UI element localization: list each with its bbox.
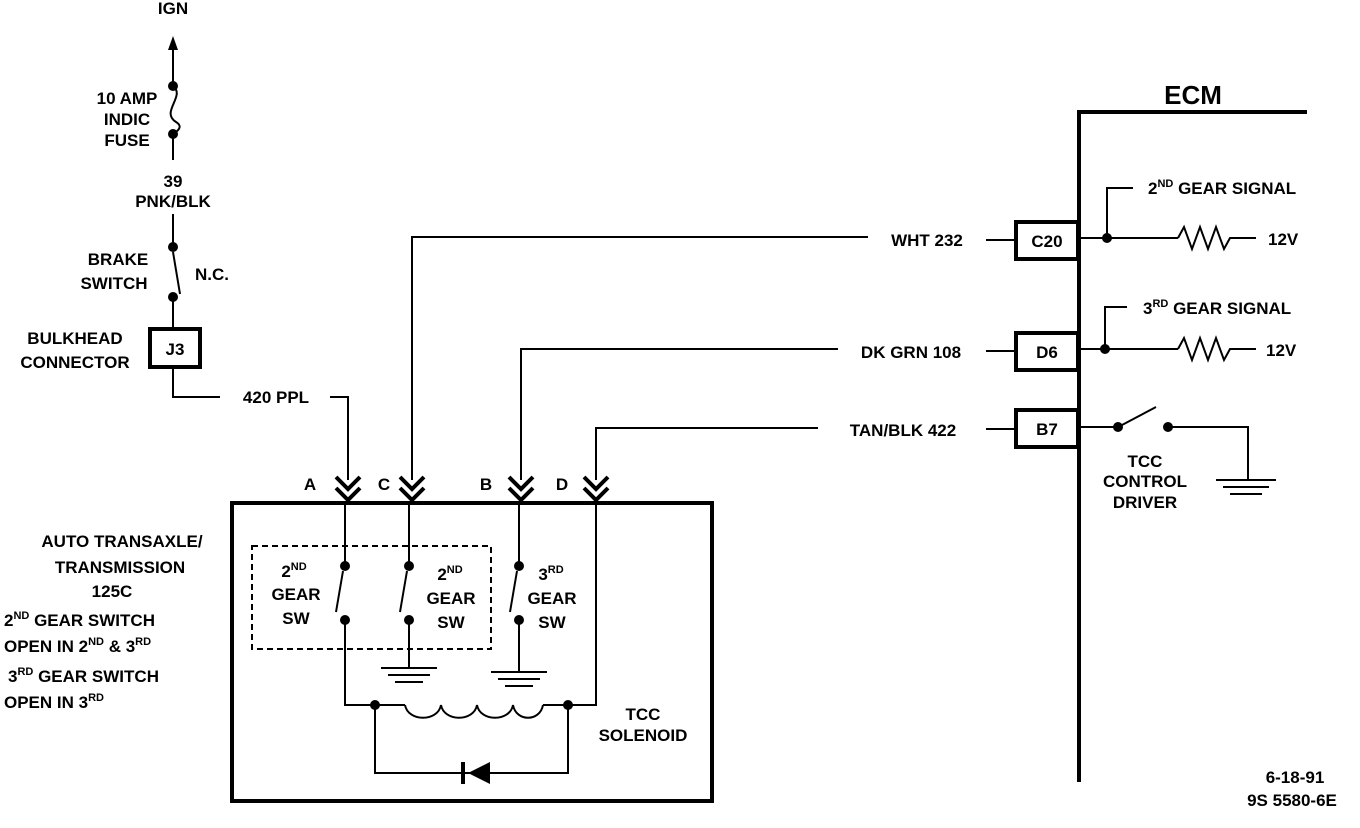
fuse-label-line1: 10 AMP	[97, 89, 158, 108]
switch3-sw: SW	[538, 613, 566, 632]
transaxle-note4: OPEN IN 3RD	[4, 692, 104, 712]
ecm-label: ECM	[1164, 80, 1222, 110]
ecm-boundary	[1077, 110, 1307, 782]
brake-switch-icon	[172, 251, 181, 295]
gear3-switch-icon	[509, 570, 518, 613]
connector-a-icon	[334, 475, 362, 503]
footer-date: 6-18-91	[1266, 768, 1325, 787]
switch2-number: 2ND	[437, 564, 462, 584]
transaxle-note3: 3RD GEAR SWITCH	[8, 666, 159, 686]
bulkhead-pin: J3	[166, 340, 185, 359]
diode-icon	[461, 762, 490, 784]
gear2-signal-label: 2ND GEAR SIGNAL	[1148, 178, 1296, 198]
connector-b-icon	[507, 475, 535, 503]
ign-arrow-icon	[168, 36, 178, 86]
wire-39-number: 39	[164, 172, 183, 191]
transaxle-note1: 2ND GEAR SWITCH	[4, 610, 155, 630]
bulkhead-connector-box	[148, 327, 202, 369]
ecm-pin-d6-box	[1014, 331, 1080, 372]
brake-switch-line2: SWITCH	[80, 274, 147, 293]
resistor-icon	[1177, 335, 1256, 363]
brake-switch-state: N.C.	[195, 265, 229, 284]
gear3-signal-label: 3RD GEAR SIGNAL	[1143, 298, 1291, 318]
transaxle-line1: AUTO TRANSAXLE/	[41, 532, 202, 551]
wire-wht-label: WHT 232	[891, 231, 963, 250]
voltage-12v-2: 12V	[1266, 341, 1297, 360]
fuse-icon	[169, 85, 181, 135]
tcc-solenoid-line1: TCC	[626, 705, 661, 724]
fuse-label-line3: FUSE	[104, 131, 149, 150]
resistor-icon	[1177, 224, 1256, 252]
connector-b-letter: B	[480, 475, 492, 494]
gear2-switch-a-icon	[335, 570, 344, 613]
switch1-gear: GEAR	[271, 585, 320, 604]
ecm-pin-b7-box	[1014, 408, 1080, 449]
ign-label: IGN	[158, 0, 188, 18]
switch1-sw: SW	[282, 609, 310, 628]
connector-d-letter: D	[556, 475, 568, 494]
tcc-solenoid-line2: SOLENOID	[599, 726, 688, 745]
bulkhead-line1: BULKHEAD	[27, 329, 122, 348]
ecm-pin-b7: B7	[1036, 420, 1058, 439]
ground-icon	[381, 667, 437, 683]
switch1-number: 2ND	[281, 561, 306, 581]
bulkhead-line2: CONNECTOR	[20, 353, 129, 372]
transmission-box	[230, 501, 714, 803]
fuse-label-line2: INDIC	[104, 110, 150, 129]
ecm-pin-c20: C20	[1031, 232, 1062, 251]
ground-icon	[491, 671, 547, 687]
ecm-pin-d6: D6	[1036, 343, 1058, 362]
tcc-driver-line1: TCC	[1128, 452, 1163, 471]
ground-icon	[1216, 479, 1276, 495]
connector-c-letter: C	[378, 475, 390, 494]
tcc-driver-switch-icon	[1121, 406, 1157, 426]
gear2-switch-enclosure	[251, 545, 492, 650]
switch2-sw: SW	[437, 613, 465, 632]
wire-420-label: 420 PPL	[243, 388, 309, 407]
transaxle-note2: OPEN IN 2ND & 3RD	[4, 636, 151, 656]
brake-switch-line1: BRAKE	[88, 250, 148, 269]
switch3-number: 3RD	[538, 564, 563, 584]
gear2-switch-c-icon	[399, 570, 408, 613]
connector-d-icon	[582, 475, 610, 503]
transaxle-line2: TRANSMISSION	[55, 558, 185, 577]
voltage-12v-1: 12V	[1268, 230, 1299, 249]
switch3-gear: GEAR	[527, 589, 576, 608]
tcc-driver-line2: CONTROL	[1103, 472, 1187, 491]
switch2-gear: GEAR	[426, 589, 475, 608]
transaxle-line3: 125C	[92, 582, 133, 601]
tcc-driver-line3: DRIVER	[1113, 493, 1177, 512]
ecm-pin-c20-box	[1014, 220, 1080, 261]
connector-c-icon	[398, 475, 426, 503]
solenoid-coil-icon	[404, 704, 544, 719]
wire-tan-label: TAN/BLK 422	[850, 421, 956, 440]
footer-code: 9S 5580-6E	[1247, 791, 1337, 810]
connector-a-letter: A	[304, 475, 316, 494]
wire-39-color: PNK/BLK	[135, 192, 211, 211]
wire-dkgrn-label: DK GRN 108	[861, 343, 961, 362]
